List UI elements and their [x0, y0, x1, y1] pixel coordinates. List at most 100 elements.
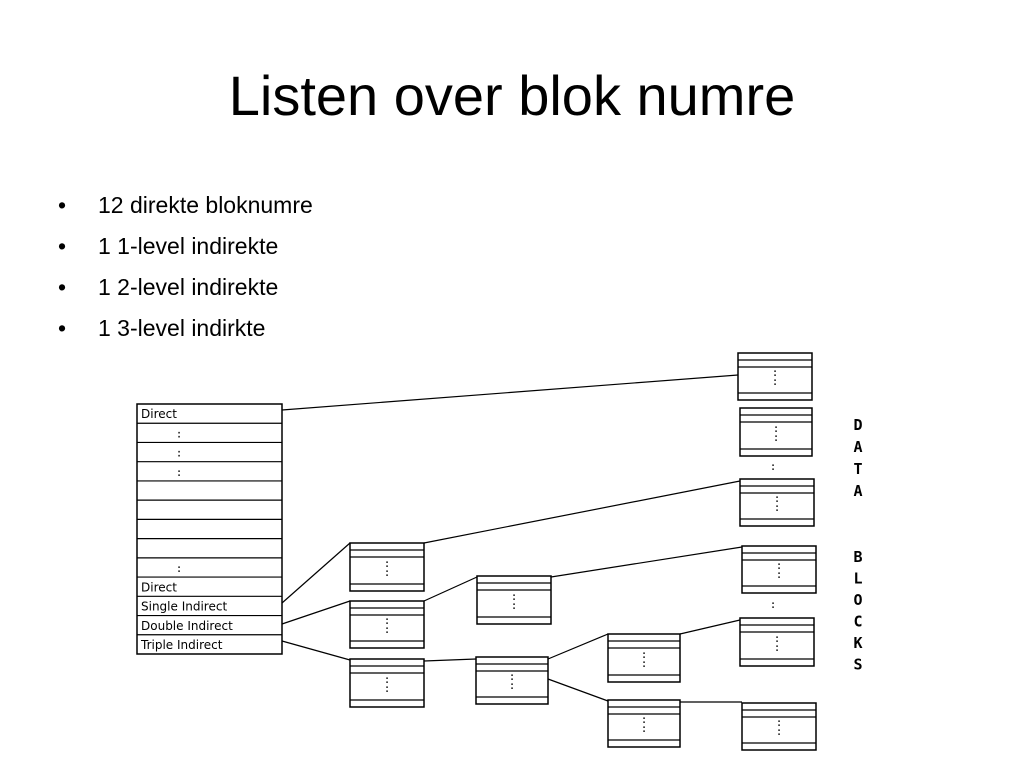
indirect-block: :: — [475, 656, 549, 705]
bullet-item: • 1 3-level indirkte — [58, 308, 313, 349]
data-block-border — [741, 702, 817, 751]
blocks: :::::::::::::::::::::::::: — [349, 352, 817, 751]
connectors — [281, 374, 743, 703]
double-level1-to-data-link — [550, 546, 743, 578]
indirect-block-ellipsis: : — [509, 679, 516, 692]
data-block: :: — [741, 545, 817, 594]
data-block: :: — [739, 617, 815, 667]
data-block-ellipsis: : — [776, 716, 783, 729]
indirect-block-ellipsis: : — [384, 682, 391, 695]
indirect-block-ellipsis: : — [384, 557, 391, 570]
data-label-letter: D — [853, 416, 862, 434]
bullet-item: • 12 direkte bloknumre — [58, 185, 313, 226]
inode-row-label: Triple Indirect — [140, 638, 223, 652]
indirect-block-border — [476, 575, 552, 625]
indirect-block-border — [349, 658, 425, 708]
data-block-border — [737, 352, 813, 401]
direct-link — [281, 374, 739, 411]
data-block-ellipsis: : — [772, 375, 779, 388]
indirect-block: :: — [476, 575, 552, 625]
triple-level1-to-level2b-link — [547, 678, 609, 702]
data-block: :: — [741, 702, 817, 751]
bullet-text: 12 direkte bloknumre — [98, 192, 313, 218]
inode-row-label: Single Indirect — [141, 600, 227, 614]
bullet-text: 1 2-level indirekte — [98, 274, 279, 300]
indirect-block-border — [607, 699, 681, 748]
blocks-label-letter: O — [853, 591, 862, 609]
bullet-text: 1 1-level indirekte — [98, 233, 279, 259]
bullet-dot: • — [58, 274, 67, 300]
indirect-block-ellipsis: : — [511, 590, 518, 603]
inode-row-ellipsis: : — [176, 466, 183, 479]
inode-row-label: Direct — [141, 407, 177, 421]
double-indirect-link — [281, 600, 351, 625]
blocks-label-letter: L — [853, 570, 862, 588]
indirect-block-border — [349, 542, 425, 592]
blocks-label-letter: B — [853, 548, 862, 566]
double-to-level1-link — [423, 576, 478, 602]
data-block-ellipsis: : — [776, 559, 783, 572]
data-blocks-ellipsis: : — [770, 598, 777, 611]
indirect-block: :: — [349, 542, 425, 592]
indirect-block-border — [607, 633, 681, 683]
triple-level1-to-level2a-link — [547, 633, 609, 660]
data-blocks-ellipsis: : — [770, 460, 777, 473]
data-label-letter: A — [853, 438, 862, 456]
indirect-block: :: — [607, 699, 681, 748]
indirect-block-ellipsis: : — [511, 599, 518, 612]
bullet-text: 1 3-level indirkte — [98, 315, 266, 341]
inode-table-border — [136, 403, 283, 655]
indirect-block-ellipsis: : — [641, 713, 648, 726]
indirect-block-ellipsis: : — [384, 566, 391, 579]
blocks-label-letter: K — [853, 634, 862, 652]
triple-indirect-link — [281, 640, 351, 661]
slide-title: Listen over blok numre — [228, 64, 796, 127]
indirect-block: :: — [349, 658, 425, 708]
inode-row-ellipsis: : — [176, 562, 183, 575]
data-block-ellipsis: : — [774, 501, 781, 514]
indirect-block-border — [475, 656, 549, 705]
data-block-ellipsis: : — [774, 641, 781, 654]
blocks-label-letter: C — [853, 613, 862, 631]
indirect-block-ellipsis: : — [641, 657, 648, 670]
bullet-list: •12 direkte bloknumre •1 1-level indirek… — [58, 185, 313, 349]
data-block-border — [739, 478, 815, 527]
inode-table — [136, 403, 283, 655]
bullet-dot: • — [58, 192, 67, 218]
data-block: :: — [737, 352, 813, 401]
data-block-ellipsis: : — [774, 632, 781, 645]
bullet-item: •1 1-level indirekte — [58, 226, 313, 267]
data-block-ellipsis: : — [774, 492, 781, 505]
blocks-label-letter: S — [853, 656, 862, 674]
data-block-ellipsis: : — [776, 725, 783, 738]
data-block-ellipsis: : — [773, 422, 780, 435]
data-label-letter: T — [853, 460, 862, 478]
data-block-ellipsis: : — [773, 431, 780, 444]
triple-level2a-to-data-link — [679, 619, 741, 635]
indirect-block-ellipsis: : — [509, 670, 516, 683]
indirect-block-ellipsis: : — [384, 673, 391, 686]
data-block-ellipsis: : — [776, 568, 783, 581]
bullet-dot: • — [58, 315, 67, 341]
data-label-letter: A — [853, 482, 862, 500]
indirect-block-ellipsis: : — [384, 614, 391, 627]
data-block-border — [739, 617, 815, 667]
inode-row-label: Direct — [141, 580, 177, 594]
inode-row-ellipsis: : — [176, 447, 183, 460]
data-block: :: — [739, 407, 813, 457]
indirect-block-border — [349, 600, 425, 649]
indirect-block-ellipsis: : — [641, 722, 648, 735]
inode-row-ellipsis: : — [176, 427, 183, 440]
single-indirect-link — [281, 542, 351, 604]
indirect-block: :: — [607, 633, 681, 683]
data-block: :: — [739, 478, 815, 527]
data-block-border — [739, 407, 813, 457]
bullet-item: • 1 2-level indirekte — [58, 267, 313, 308]
indirect-block: :: — [349, 600, 425, 649]
indirect-block-ellipsis: : — [641, 648, 648, 661]
data-block-ellipsis: : — [772, 366, 779, 379]
inode-row-label: Double Indirect — [141, 619, 233, 633]
